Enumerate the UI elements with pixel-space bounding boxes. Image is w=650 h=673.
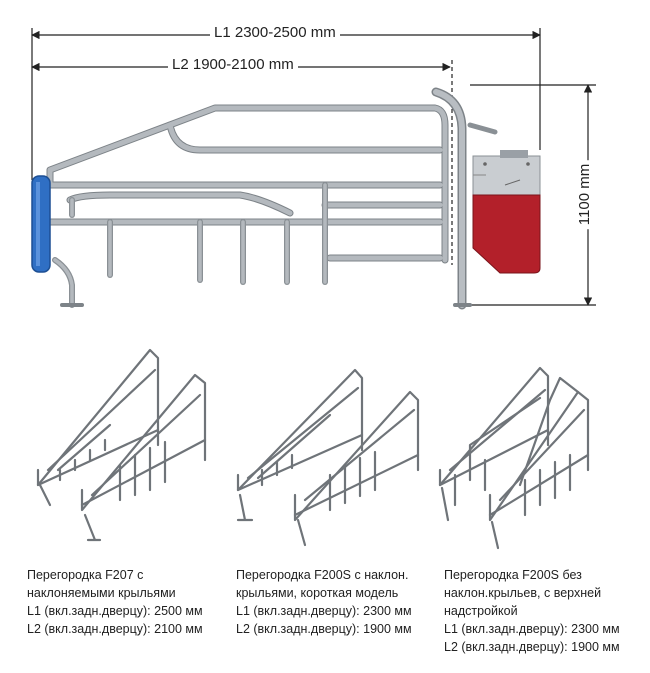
caption-l1: L1 (вкл.задн.дверцу): 2300 мм — [444, 622, 620, 636]
caption-f207: Перегородка F207 с наклоняемыми крыльями… — [27, 566, 203, 638]
pen-side-view — [46, 87, 498, 310]
rear-door-blue-part — [31, 175, 51, 273]
caption-title-line: Перегородка F200S без — [444, 568, 582, 582]
caption-l2: L2 (вкл.задн.дверцу): 1900 мм — [444, 640, 620, 654]
l1-dimension-label: L1 2300-2500 mm — [210, 24, 340, 41]
caption-title-line: Перегородка F207 с — [27, 568, 144, 582]
caption-title-line: Перегородка F200S с наклон. — [236, 568, 409, 582]
caption-title-line: крыльями, короткая модель — [236, 586, 399, 600]
feeder-trough — [472, 150, 541, 274]
caption-l2: L2 (вкл.задн.дверцу): 2100 мм — [27, 622, 203, 636]
caption-title-line: надстройкой — [444, 604, 518, 618]
l2-dimension-label: L2 1900-2100 mm — [168, 56, 298, 73]
thumbnail-f200s-short — [236, 368, 420, 547]
thumbnail-f207 — [36, 348, 207, 542]
caption-l1: L1 (вкл.задн.дверцу): 2300 мм — [236, 604, 412, 618]
caption-f200s-short: Перегородка F200S с наклон. крыльями, ко… — [236, 566, 412, 638]
caption-l1: L1 (вкл.задн.дверцу): 2500 мм — [27, 604, 203, 618]
caption-title-line: наклон.крыльев, с верхней — [444, 586, 602, 600]
height-dimension-label: 1100 mm — [576, 159, 594, 230]
caption-l2: L2 (вкл.задн.дверцу): 1900 мм — [236, 622, 412, 636]
thumbnail-f200s-superstructure — [438, 366, 590, 550]
caption-title-line: наклоняемыми крыльями — [27, 586, 176, 600]
caption-f200s-superstructure: Перегородка F200S без наклон.крыльев, с … — [444, 566, 620, 656]
